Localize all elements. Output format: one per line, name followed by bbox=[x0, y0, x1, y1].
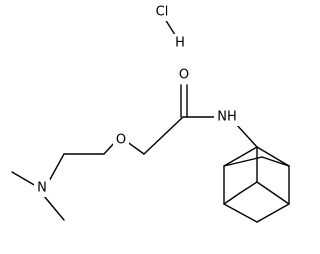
adamantyl-cage bbox=[223, 146, 290, 223]
atom-ether-oxygen: O bbox=[116, 133, 126, 148]
structure-diagram: Cl H bbox=[11, 3, 290, 223]
bond-n-methyl-right bbox=[43, 195, 65, 221]
bond-n-methyl-left bbox=[11, 171, 37, 187]
cage-bond bbox=[239, 181, 258, 194]
bond-n-ch2 bbox=[47, 153, 65, 184]
atom-carbonyl-oxygen: O bbox=[179, 68, 189, 83]
bond-n-adamantyl bbox=[235, 123, 258, 148]
cage-bond bbox=[223, 146, 258, 167]
cage-bond bbox=[256, 146, 290, 167]
cage-bond bbox=[223, 156, 263, 167]
cage-bond bbox=[223, 203, 258, 223]
hydrogen-chloride: Cl H bbox=[150, 3, 187, 52]
atom-amide-nitrogen: NH bbox=[217, 110, 237, 125]
cage-bond bbox=[256, 203, 290, 223]
atom-amine-nitrogen: N bbox=[37, 181, 47, 196]
bond-ch2-carbonyl bbox=[143, 116, 184, 155]
cage-bond bbox=[223, 192, 241, 205]
cage-bond bbox=[261, 156, 290, 167]
cage-bond bbox=[256, 181, 290, 205]
main-chain bbox=[11, 84, 258, 221]
atom-hydrogen: H bbox=[175, 36, 185, 51]
atom-chlorine: Cl bbox=[156, 5, 169, 20]
atom-labels: O O NH N bbox=[34, 66, 240, 197]
